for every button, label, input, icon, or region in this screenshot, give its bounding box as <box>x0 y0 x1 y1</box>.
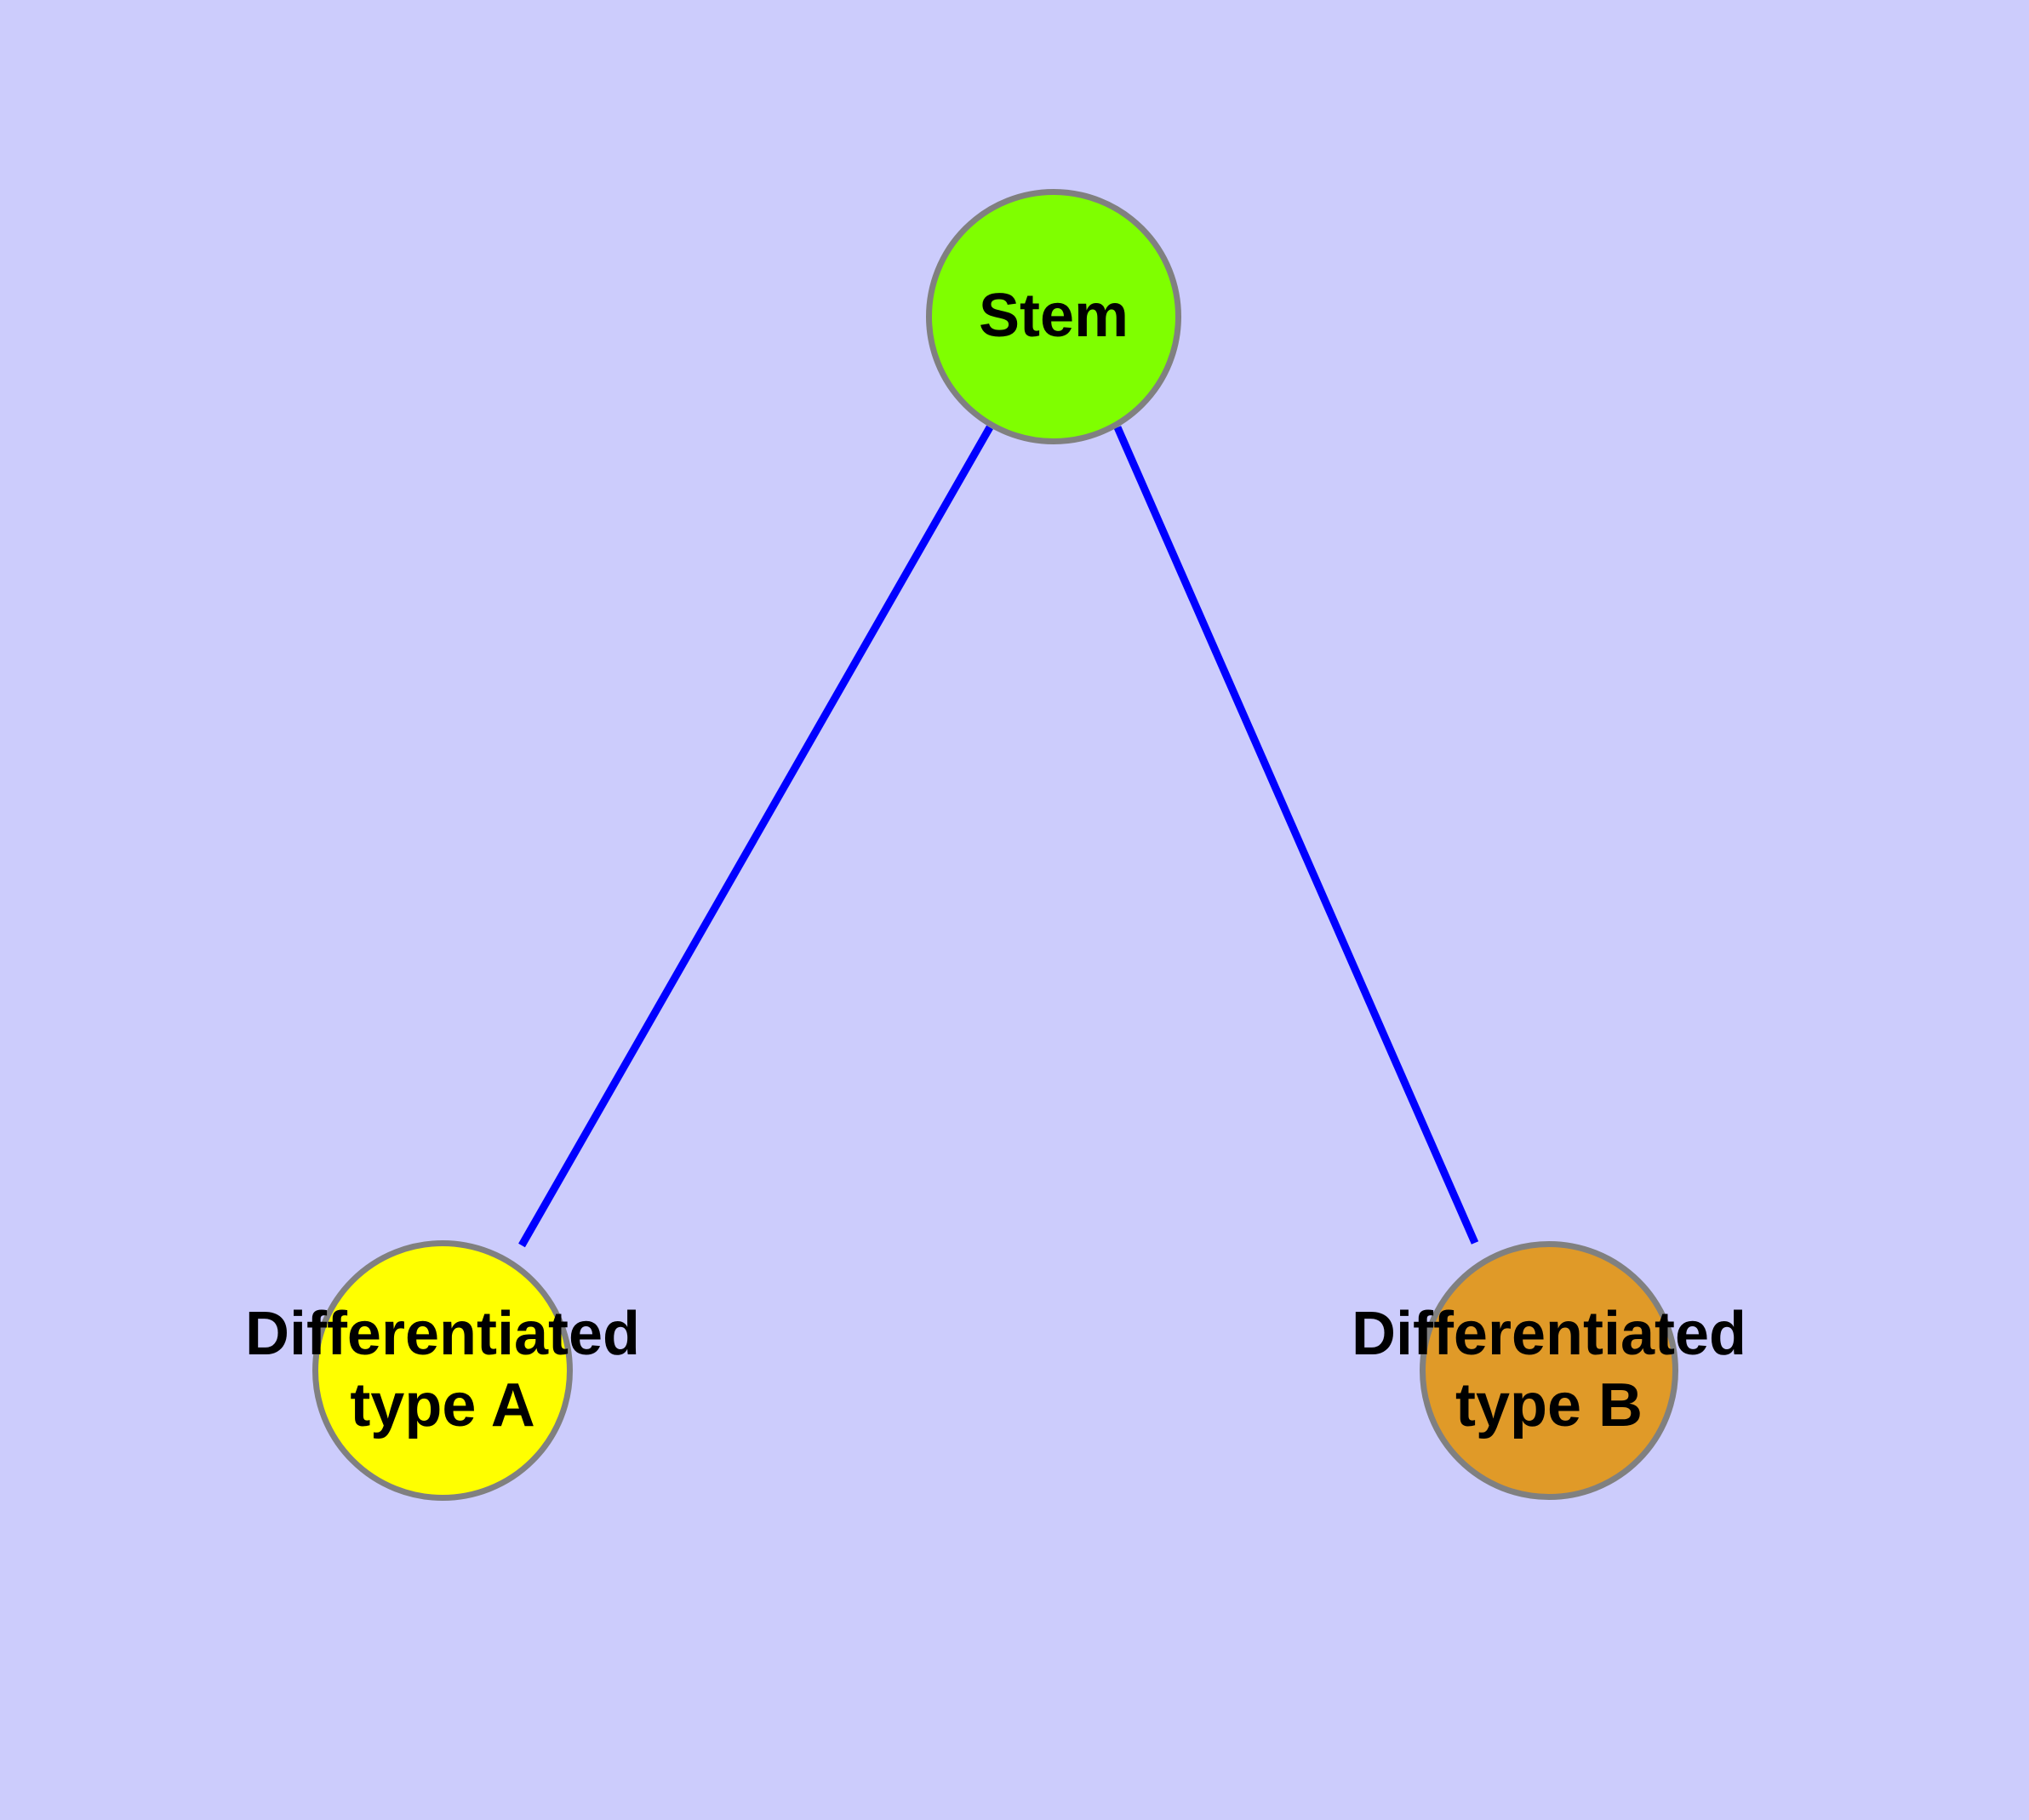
node-stem[interactable] <box>926 189 1181 444</box>
node-differentiated-type-b[interactable] <box>1420 1241 1678 1500</box>
node-differentiated-type-a[interactable] <box>312 1240 573 1501</box>
edge-stem-to-differentiated-type-a[interactable] <box>518 425 993 1248</box>
edge-stem-to-differentiated-type-b[interactable] <box>1113 426 1479 1245</box>
